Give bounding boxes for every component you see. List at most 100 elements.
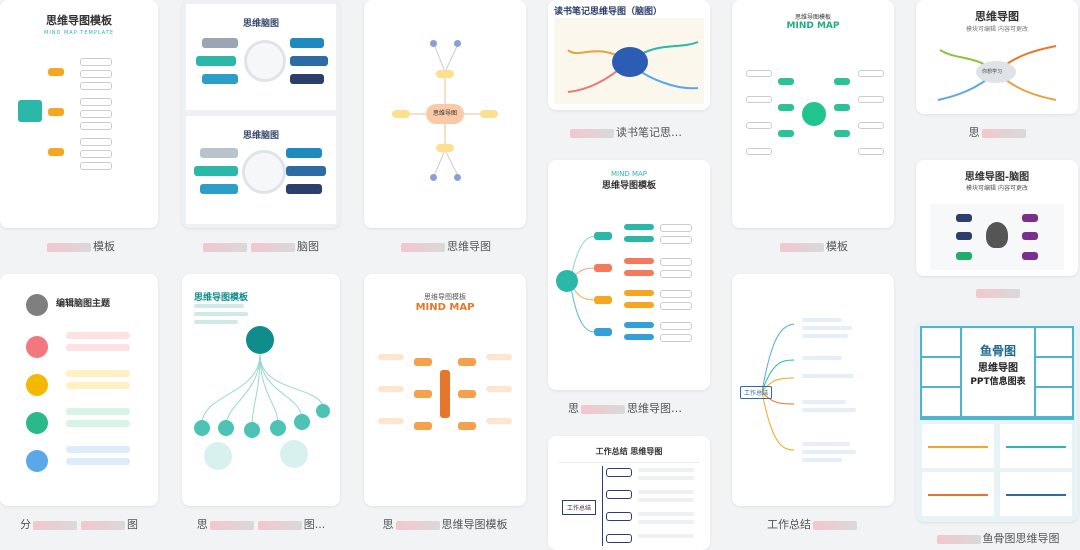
template-card-fishbone[interactable]: 鱼骨图 思维导图 PPT信息图表: [916, 322, 1078, 522]
leaf-node: [802, 318, 842, 322]
card-title: 思维导图-脑图: [964, 172, 1030, 183]
center-node: [440, 370, 450, 418]
card-caption[interactable]: [960, 286, 1036, 299]
branch-node: [778, 130, 794, 137]
branch-node: [594, 264, 612, 272]
option-box: [286, 166, 326, 176]
leaf-node: [858, 70, 884, 77]
box-node: [956, 214, 972, 222]
template-card-mind-map-orange[interactable]: 思维导图模板 MIND MAP: [364, 274, 526, 506]
bubble-node: [244, 422, 260, 438]
template-card-work-summary[interactable]: 工作总结 思维导图 工作总结: [548, 436, 710, 550]
slide-thumb: [1036, 328, 1072, 356]
spine: [602, 466, 603, 546]
option-box: [196, 56, 236, 66]
card-caption[interactable]: 思思维导图模板: [382, 518, 508, 531]
circle-node: [26, 374, 48, 396]
leaf-node: [624, 258, 654, 264]
row-bar: [66, 446, 130, 453]
card-caption[interactable]: 思: [960, 124, 1036, 140]
card-caption[interactable]: 脑图: [190, 238, 330, 254]
center-node: [18, 100, 42, 122]
card-title: 思维脑图: [242, 131, 279, 141]
bullet-line: [194, 312, 248, 316]
leaf-node: [378, 354, 404, 360]
title-line-2: 思维导图: [978, 363, 1018, 374]
leaf-node: [80, 70, 112, 78]
slide-thumb: [922, 328, 960, 356]
template-card-mindmap-teal[interactable]: MIND MAP 思维导图模板: [548, 160, 710, 390]
branch-node: [458, 358, 476, 366]
template-card-brain-diagram[interactable]: 思维导图-脑图 模块可编辑 内容可更改: [916, 160, 1078, 276]
box-node: [956, 252, 972, 260]
card-title: 思维导图模板: [46, 14, 112, 27]
option-box: [202, 38, 238, 48]
branch-lines: [201, 353, 325, 427]
branch-node: [594, 296, 612, 304]
card-caption[interactable]: 工作总结: [760, 516, 866, 532]
card-title: 读书笔记思维导图（脑图）: [554, 7, 663, 17]
template-card-work-summary-tree[interactable]: 工作总结: [732, 274, 894, 506]
brain-illustration: [567, 41, 699, 93]
leaf-dot: [430, 174, 437, 181]
template-card-mind-map-green[interactable]: 思维导图模板 MIND MAP: [732, 0, 894, 228]
branch-node: [392, 110, 410, 118]
center-node: 工作总结: [562, 500, 597, 515]
template-card-reading-notes[interactable]: 读书笔记思维导图（脑图）: [548, 0, 710, 110]
center-label: 你想学习: [982, 69, 1003, 75]
card-caption[interactable]: 鱼骨图思维导图: [930, 530, 1064, 546]
option-box: [290, 56, 328, 66]
template-card-mindmap-1[interactable]: 思维导图模板 MIND MAP TEMPLATE: [0, 0, 158, 228]
branch-node: [606, 468, 632, 477]
card-subtitle: 模块可编辑 内容可更改: [966, 26, 1028, 33]
leaf-node: [660, 270, 692, 278]
leaf-node: [378, 418, 404, 424]
card-caption[interactable]: 模板: [760, 238, 866, 254]
card-title: 工作总结 思维导图: [595, 447, 663, 456]
slide-thumb: [1036, 358, 1072, 386]
divider: [558, 462, 700, 463]
template-card-tree-bubbles[interactable]: 思维导图模板: [182, 274, 340, 506]
bubble-node: [316, 404, 330, 418]
box-node: [1022, 214, 1038, 222]
template-card-brain-map[interactable]: 思维脑图 思维脑图: [182, 0, 340, 228]
card-caption[interactable]: 分图: [20, 518, 138, 531]
leaf-dot: [430, 40, 437, 47]
card-caption[interactable]: 读书笔记思维导图: [568, 124, 690, 140]
template-card-mindmap-cloud[interactable]: 思维导图 模块可编辑 内容可更改 你想学习: [916, 0, 1078, 114]
cloud-illustration: [937, 45, 1057, 101]
leaf-node: [802, 442, 850, 446]
row-bar: [66, 420, 130, 427]
bubble-node: [270, 420, 286, 436]
row-bar: [66, 370, 130, 377]
card-caption[interactable]: 模板: [30, 238, 130, 254]
bubble-node: [204, 442, 232, 470]
fish-spine: [1006, 494, 1066, 496]
row-bar: [66, 382, 130, 389]
template-card-radial-mindmap[interactable]: 思维导图: [364, 0, 526, 228]
box-node: [956, 232, 972, 240]
bubble-node: [280, 440, 308, 468]
card-subtitle: 模块可编辑 内容可更改: [966, 185, 1028, 192]
card-caption[interactable]: 思图...: [196, 518, 326, 531]
center-node: 工作总结: [740, 386, 773, 399]
card-title: 编辑脑图主题: [56, 299, 111, 309]
branch-node: [458, 422, 476, 430]
leaf-node: [638, 512, 694, 516]
leaf-node: [624, 236, 654, 242]
leaf-node: [624, 224, 654, 230]
leaf-node: [746, 70, 772, 77]
card-caption[interactable]: 思维导图: [390, 238, 500, 254]
card-subtitle: MIND MAP TEMPLATE: [44, 30, 114, 36]
card-subtitle: MIND MAP: [786, 21, 840, 31]
leaf-node: [802, 326, 852, 330]
card-caption[interactable]: 思思维导图模板: [568, 402, 690, 415]
leaf-node: [746, 148, 772, 155]
leaf-node: [746, 122, 772, 129]
leaf-node: [80, 98, 112, 106]
branch-node: [480, 110, 498, 118]
card-title: 思维脑图: [242, 19, 279, 29]
leaf-node: [624, 334, 654, 340]
leaf-node: [624, 322, 654, 328]
template-card-brain-theme[interactable]: 编辑脑图主题: [0, 274, 158, 506]
